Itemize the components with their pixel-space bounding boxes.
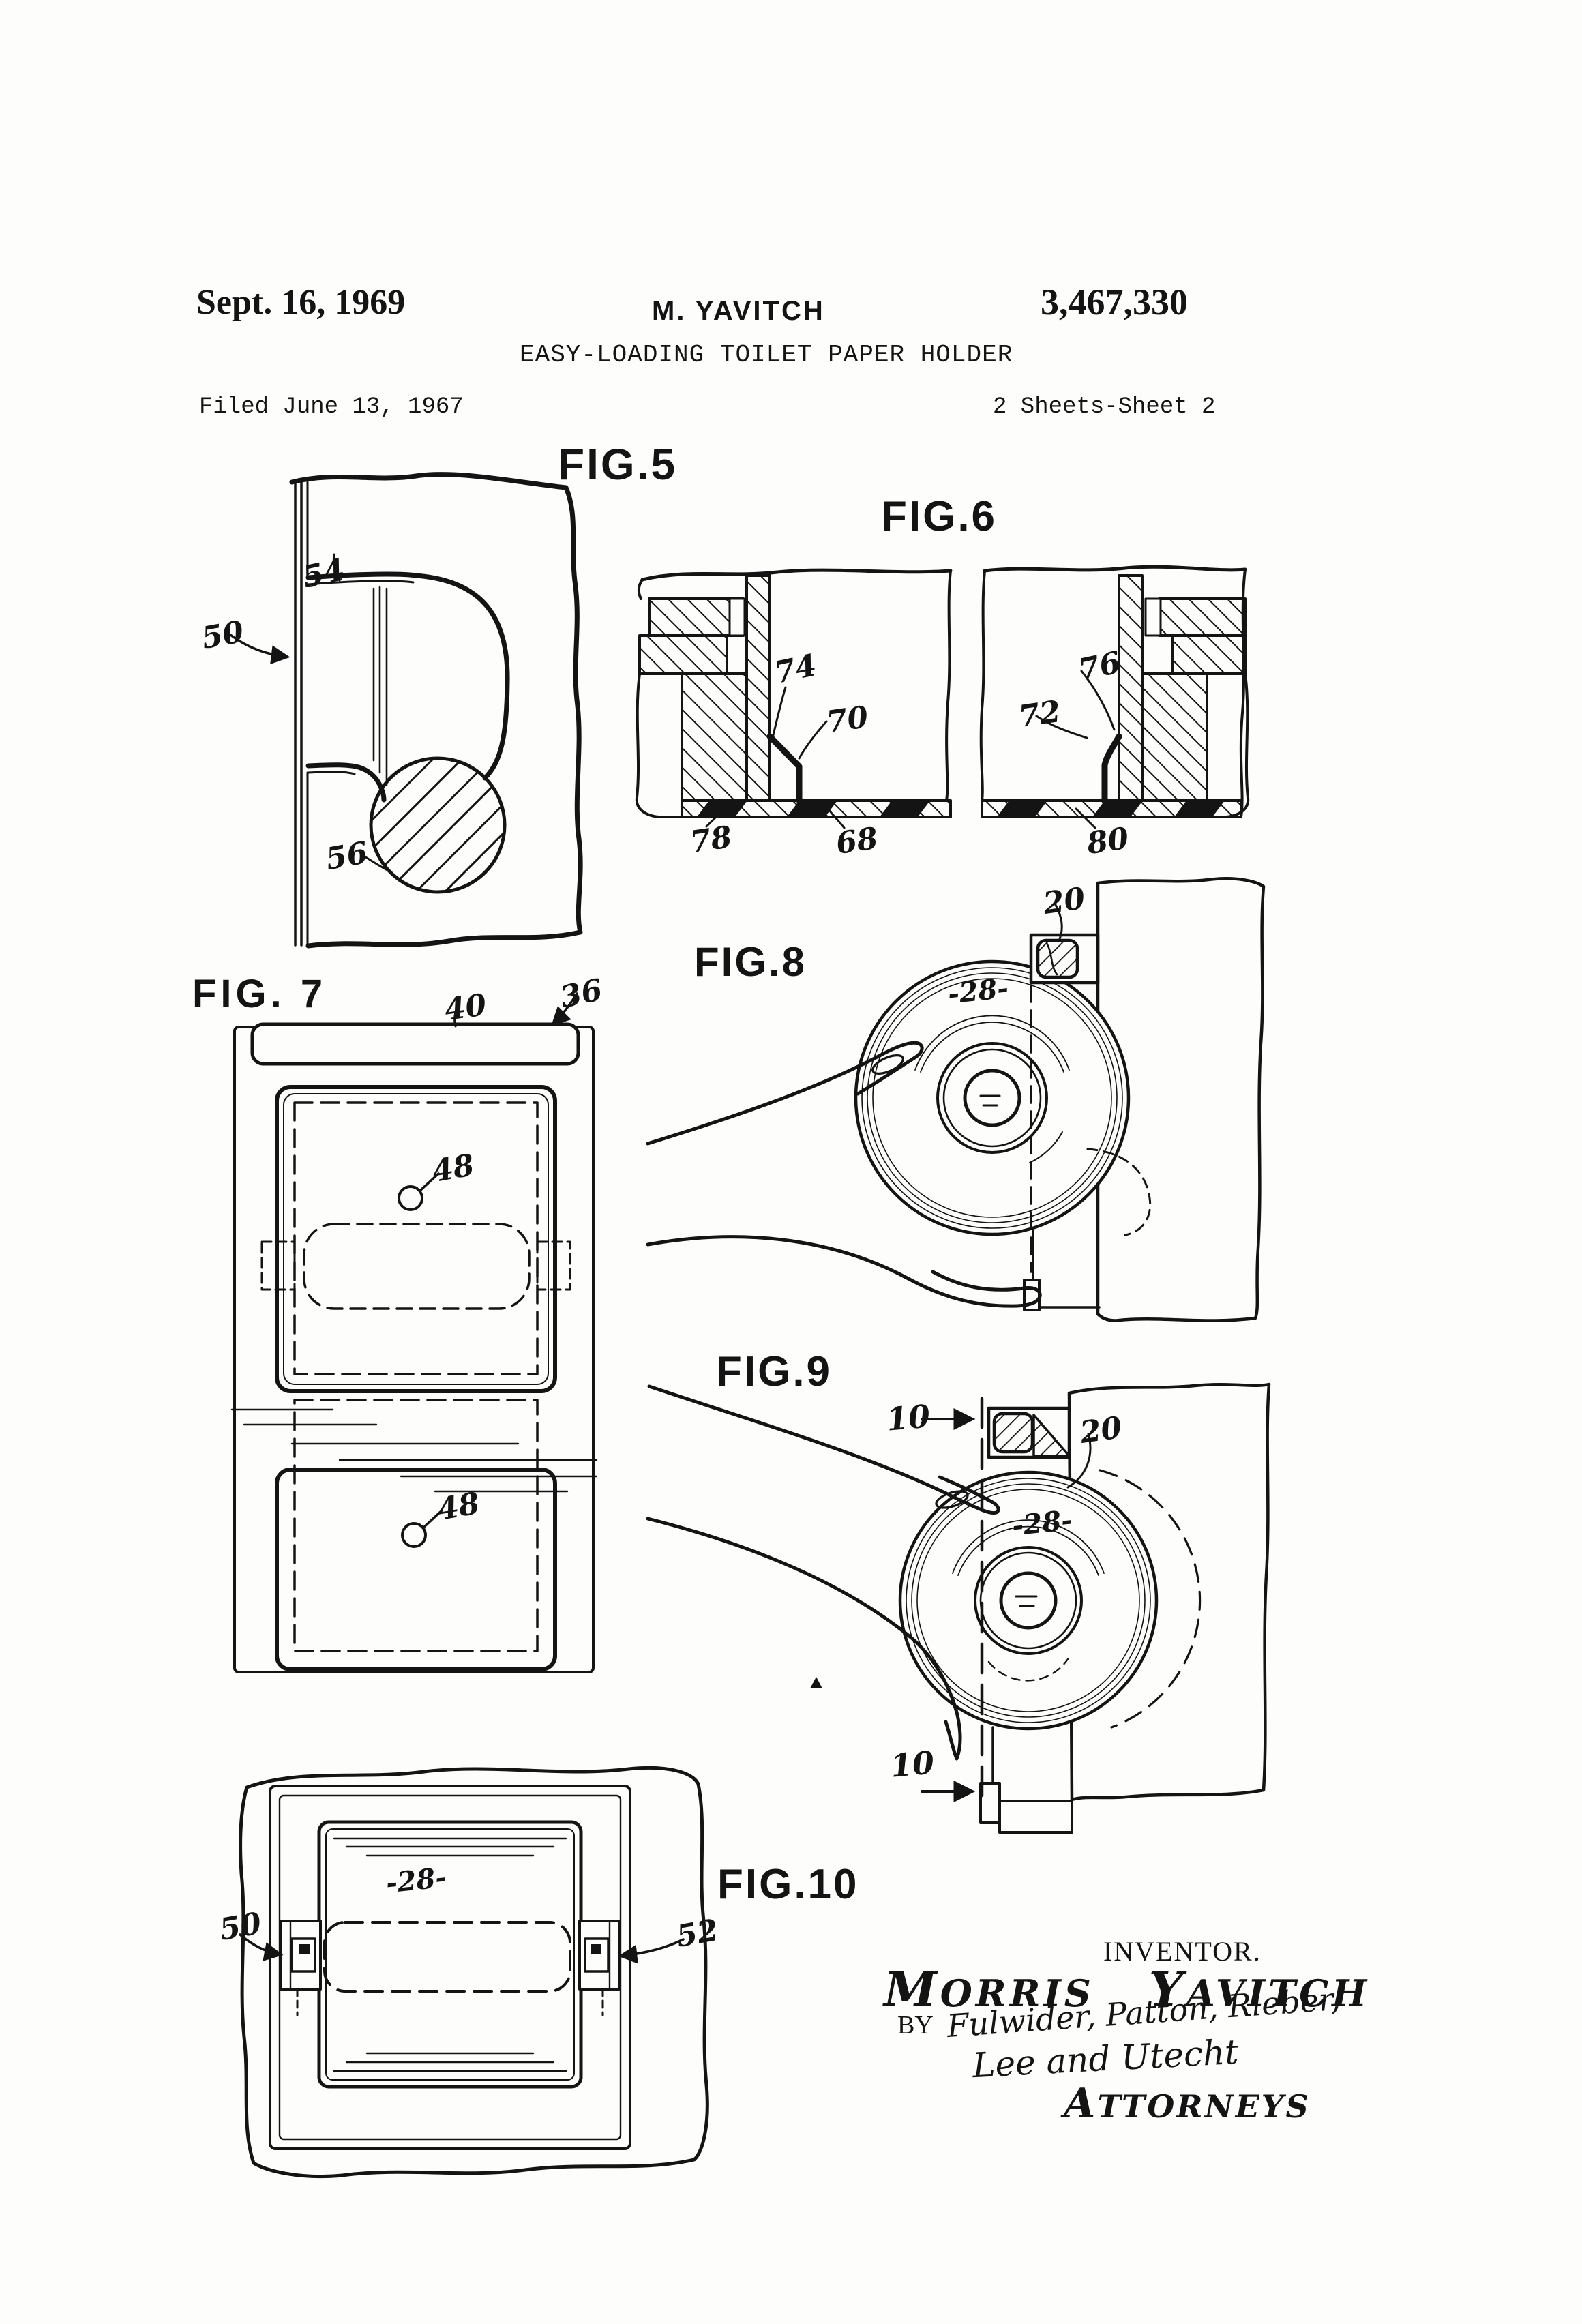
fig7-ref-48-upper: 48 (430, 1148, 477, 1189)
fig6-liner-step-right (1101, 733, 1122, 804)
fig9-hand-outline (647, 1384, 1000, 1515)
fig6-ref-72: 72 (1016, 694, 1063, 735)
fig6-left-break-edge (945, 569, 952, 802)
header-sheet-info: 2 Sheets-Sheet 2 (993, 394, 1216, 420)
fig10-ref-50: 50 (217, 1906, 265, 1948)
fig5-torn-panel-outline (289, 472, 583, 949)
fig10-ref-52: 52 (674, 1913, 721, 1954)
header-author: M. YAVITCH (652, 296, 825, 326)
fig6-right-column (1118, 574, 1144, 802)
fig7-drawing (230, 992, 598, 1673)
fig9-ref-10-bottom: 10 (889, 1744, 936, 1785)
fig7-roller-hidden (303, 1223, 531, 1310)
fig9-spring-clip (992, 1412, 1034, 1454)
fig6-ref-78: 78 (687, 819, 734, 861)
fig7-paper-web-lines (230, 1408, 598, 1493)
fig9-label: FIG.9 (716, 1348, 833, 1395)
inventor-caption: INVENTOR. (1103, 1936, 1262, 1967)
fig9-ref-20: 20 (1077, 1410, 1124, 1451)
fig9-ref-10-top: 10 (884, 1397, 932, 1438)
fig8-toilet-paper-roll (854, 959, 1131, 1236)
fig5-drawing (229, 472, 583, 949)
fig8-spring-clip (1036, 938, 1079, 979)
fig6-label: FIG.6 (881, 493, 998, 540)
fig5-edge-strip-lines (294, 479, 303, 947)
fig5-label: FIG.5 (558, 440, 678, 489)
fig6-ref-70: 70 (824, 699, 871, 741)
fig10-drawing (239, 1766, 709, 2179)
header-filed-date: Filed June 13, 1967 (199, 394, 464, 420)
fig8-wall-block (1096, 877, 1266, 1322)
fig10-torn-wall (239, 1766, 709, 2179)
fig5-leader-50-arrow (229, 634, 290, 665)
fig8-ref-20: 20 (1041, 880, 1088, 922)
inventor-last-name: Yavitch (1148, 1961, 1371, 2018)
fig8-drawing (646, 877, 1266, 1322)
fig9-drawing (646, 1382, 1271, 1834)
fig7-screw-hole-lower (401, 1522, 427, 1548)
fig5-channel-lower-lip (305, 762, 387, 803)
fig7-outer-plate (233, 1026, 595, 1673)
fig7-lower-frame (275, 1468, 557, 1671)
header-patent-number: 3,467,330 (1041, 282, 1188, 323)
by-label: BY (897, 2011, 934, 2040)
fig7-top-bar (250, 1022, 580, 1066)
fig5-leader-56 (360, 853, 390, 872)
fig6-ref-80: 80 (1084, 820, 1131, 862)
fig6-right-break-edge (979, 569, 986, 802)
fig7-upper-frame (275, 1085, 557, 1393)
fig5-hatched-roller-section (369, 756, 507, 894)
fig7-ref-48-lower: 48 (435, 1486, 483, 1528)
page-title: EASY-LOADING TOILET PAPER HOLDER (520, 341, 1013, 369)
attorneys-caption: Attorneys (1064, 2080, 1311, 2128)
fig6-liner-step-left (766, 733, 803, 804)
fig10-ref-28: -28- (384, 1861, 449, 1900)
fig6-left-column (745, 574, 771, 802)
fig5-leader-54 (332, 553, 341, 582)
fig8-hand-outline (646, 1041, 924, 1146)
fig7-screw-hole-upper (398, 1185, 423, 1211)
fig10-recess-frame (269, 1785, 631, 2150)
header-date: Sept. 16, 1969 (196, 283, 406, 322)
fig7-ref-36: 36 (557, 972, 606, 1015)
fig5-ref-50: 50 (199, 614, 247, 656)
fig5-channel-upper-lip (305, 571, 510, 781)
fig9-roll-dashed-position (1099, 1469, 1202, 1729)
fig9-roll-core (999, 1571, 1058, 1630)
fig5-ref-56: 56 (323, 835, 371, 877)
fig8-thumbnail (871, 1054, 904, 1075)
fig9-toilet-paper-roll (898, 1470, 1159, 1731)
fig9-thumbnail (935, 1490, 969, 1509)
fig6-ref-68: 68 (833, 820, 880, 862)
fig7-ref-40: 40 (442, 987, 489, 1028)
fig7-label: FIG. 7 (192, 972, 327, 1016)
inventor-name: Morris Yavitch (884, 1961, 1370, 2018)
fig6-drawing (635, 565, 1250, 829)
fig9-ref-28: -28- (1010, 1504, 1075, 1543)
fig9-wall-block (1067, 1382, 1271, 1802)
fig8-ref-28: -28- (946, 972, 1011, 1011)
fig10-label: FIG.10 (717, 1861, 859, 1908)
fig10-roller-hidden (323, 1921, 571, 1993)
fig8-label: FIG.8 (694, 939, 807, 985)
inventor-first-name: Morris (884, 1961, 1094, 2018)
fig8-roll-core (963, 1069, 1021, 1127)
